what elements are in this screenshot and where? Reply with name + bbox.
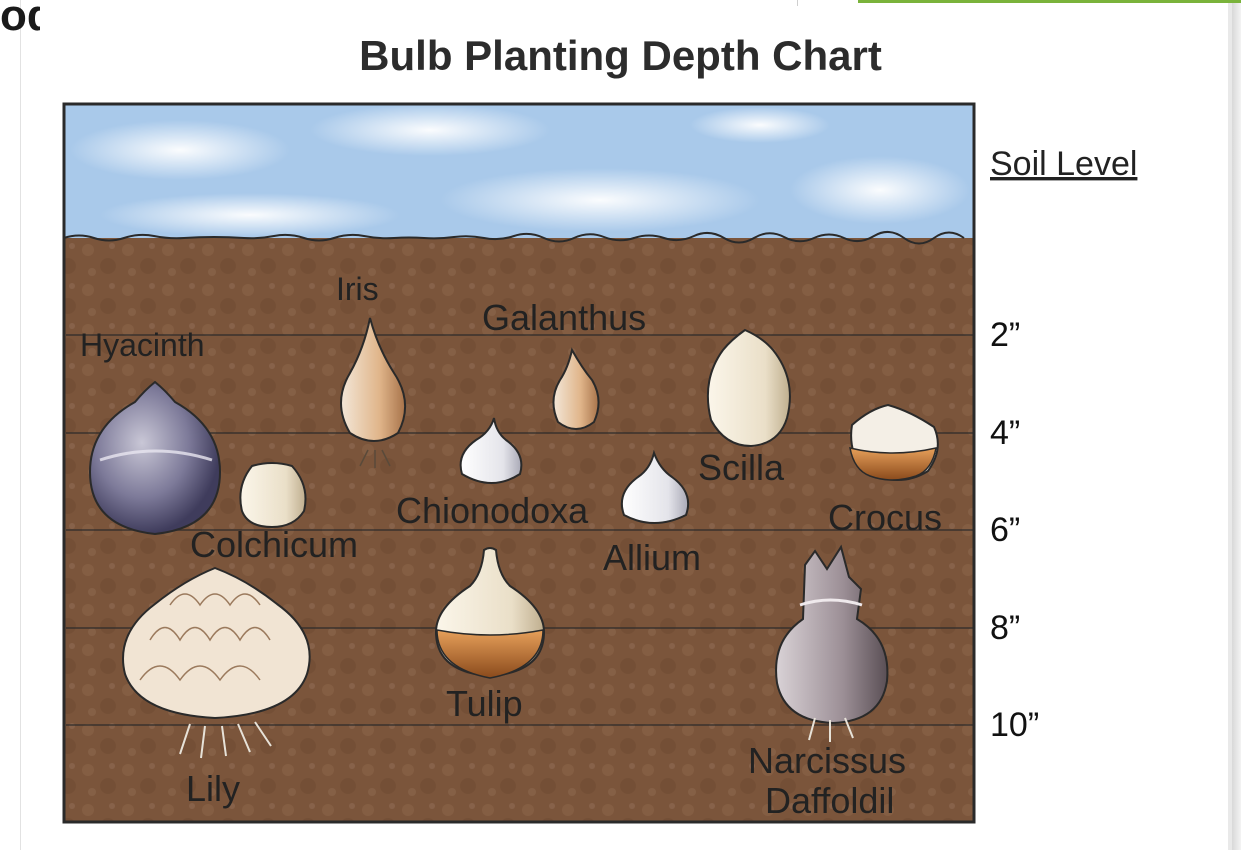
label-scilla: Scilla bbox=[698, 447, 785, 488]
label-narcissus-line2: Daffoldil bbox=[765, 780, 894, 821]
depth-label-10: 10” bbox=[990, 706, 1039, 744]
depth-label-2: 2” bbox=[990, 316, 1020, 354]
label-lily: Lily bbox=[186, 768, 240, 809]
label-tulip: Tulip bbox=[446, 683, 523, 724]
depth-label-4: 4” bbox=[990, 414, 1020, 452]
label-galanthus: Galanthus bbox=[482, 297, 646, 338]
depth-label-6: 6” bbox=[990, 511, 1020, 549]
label-iris: Iris bbox=[336, 271, 379, 307]
colchicum-bulb bbox=[240, 463, 305, 527]
label-narcissus-line1: Narcissus bbox=[748, 740, 906, 781]
label-colchicum: Colchicum bbox=[190, 524, 358, 565]
label-hyacinth: Hyacinth bbox=[80, 327, 205, 363]
label-crocus: Crocus bbox=[828, 497, 942, 538]
label-allium: Allium bbox=[603, 537, 701, 578]
label-chionodoxa: Chionodoxa bbox=[396, 490, 589, 531]
soil-level-label: Soil Level bbox=[990, 145, 1137, 183]
depth-label-8: 8” bbox=[990, 609, 1020, 647]
